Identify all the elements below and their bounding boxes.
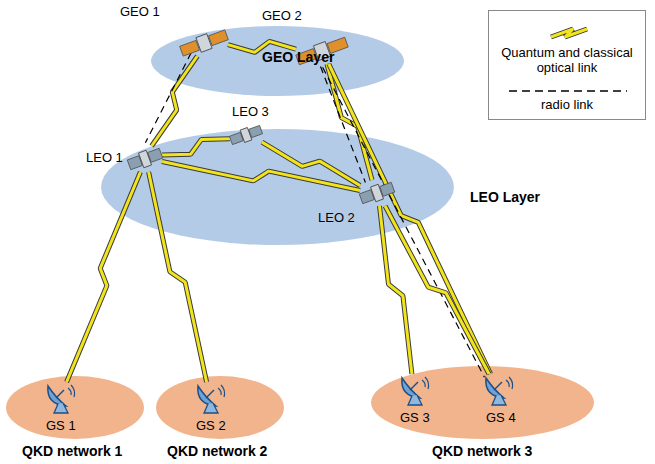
network-region: GEO LayerGEO 1GEO 2 <box>150 25 405 97</box>
node-label: LEO 3 <box>232 104 269 119</box>
node-label: LEO 2 <box>318 210 355 225</box>
optical-link <box>385 206 489 374</box>
region-ellipse <box>370 365 595 440</box>
legend-box: Quantum and classical optical link radio… <box>488 10 646 120</box>
node-label: GEO 1 <box>120 4 160 19</box>
node-label: GS 2 <box>196 418 226 433</box>
ground-station: GS 2 <box>192 382 230 414</box>
optical-sample-outline <box>551 29 587 37</box>
satellite-node: LEO 1 <box>128 146 162 172</box>
optical-link <box>67 172 141 382</box>
node-label: GEO 2 <box>262 8 302 23</box>
optical-sample <box>551 29 587 37</box>
satellite-icon <box>180 30 228 56</box>
node-label: LEO 1 <box>86 150 123 165</box>
ground-station: GS 3 <box>396 374 434 406</box>
dish-antenna-icon <box>396 374 434 406</box>
region-label: QKD network 3 <box>432 444 532 459</box>
region-label: LEO Layer <box>470 190 540 205</box>
legend-text: Quantum and classical optical link <box>493 45 641 75</box>
network-region: QKD network 2GS 2 <box>155 375 285 440</box>
satellite-icon <box>360 180 394 206</box>
node-label: GS 3 <box>400 410 430 425</box>
ground-station: GS 4 <box>480 374 518 406</box>
ground-station: GS 1 <box>42 382 80 414</box>
satellite-icon <box>128 146 162 172</box>
node-label: GS 1 <box>46 418 76 433</box>
satellite-icon <box>230 124 262 146</box>
region-label: QKD network 1 <box>22 444 122 459</box>
dish-antenna-icon <box>42 382 80 414</box>
legend-text: radio link <box>493 97 641 112</box>
network-region: QKD network 3GS 3GS 4 <box>370 365 595 440</box>
network-region: QKD network 1GS 1 <box>5 375 145 440</box>
region-label: GEO Layer <box>262 50 334 65</box>
region-label: QKD network 2 <box>167 444 267 459</box>
dish-antenna-icon <box>480 374 518 406</box>
radio-sample <box>509 90 627 91</box>
dish-antenna-icon <box>192 382 230 414</box>
satellite-node: GEO 1 <box>180 30 228 56</box>
satellite-node: LEO 3 <box>230 124 262 146</box>
satellite-node: LEO 2 <box>360 180 394 206</box>
node-label: GS 4 <box>486 410 516 425</box>
